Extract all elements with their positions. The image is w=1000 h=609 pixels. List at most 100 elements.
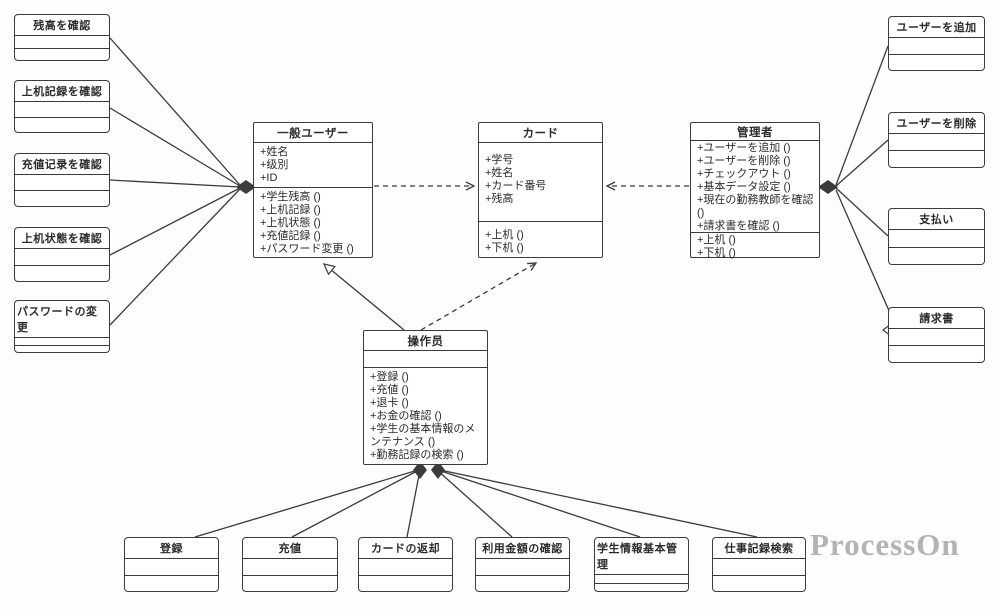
method: +現在の勤務教師を確認 () (697, 194, 814, 219)
attribute: +ID (260, 172, 278, 184)
usecase-card-return: カードの返却 (358, 537, 453, 592)
method: +下机 () (485, 242, 524, 254)
usecase-student-info-management: 学生情報基本管理 (594, 537, 689, 592)
class-title: 管理者 (691, 123, 819, 141)
class-attributes: +姓名 +级別 +ID (254, 143, 372, 187)
class-card: カード +学号 +姓名 +カード番号 +残高 +上机 () +下机 () (478, 122, 603, 258)
class-methods: +学生残高 () +上机記録 () +上机状態 () +充値記録 () +パスワ… (254, 187, 372, 258)
edge-delete-user (835, 139, 889, 187)
usecase-password-change: パスワードの変更 (14, 300, 110, 353)
class-methods: +上机 () +下机 () (479, 221, 602, 257)
usecase-empty-row (15, 49, 109, 61)
attribute: +カード番号 (485, 180, 547, 192)
method: +ユーザーを追加 () (697, 142, 791, 154)
edge-operator-generaluser (322, 263, 405, 331)
usecase-recharge: 充値 (242, 537, 338, 592)
class-methods-secondary: +上机 () +下机 () (691, 232, 819, 262)
method: +充値記録 () (260, 230, 321, 242)
usecase-empty-row (15, 36, 109, 49)
diamond-admin (818, 180, 838, 194)
class-general-user: 一般ユーザー +姓名 +级別 +ID +学生残高 () +上机記録 () +上机… (253, 122, 373, 258)
usecase-empty-row (889, 346, 984, 362)
method: +上机記録 () (260, 204, 321, 216)
edge-usage-amount (436, 469, 513, 538)
method: +充値 () (370, 384, 409, 396)
usecase-login-record-check: 上机記録を確認 (14, 80, 110, 133)
usecase-title: 請求書 (889, 308, 984, 329)
method: +お金の確認 () (370, 410, 442, 422)
method: +学生残高 () (260, 191, 321, 203)
usecase-empty-row (15, 266, 109, 282)
usecase-usage-amount-check: 利用金額の確認 (475, 537, 570, 592)
method: +勤務記録の検索 () (370, 449, 464, 461)
usecase-empty-row (359, 576, 452, 592)
usecase-empty-row (125, 576, 218, 592)
edge-operator-card (420, 262, 538, 331)
edge-payment (835, 187, 889, 237)
usecase-empty-row (15, 102, 109, 118)
edge-login-status-check (109, 187, 241, 256)
edge-invoice (835, 189, 898, 330)
usecase-empty-row (713, 559, 805, 576)
usecase-title: パスワードの変更 (15, 301, 109, 338)
method: +ユーザーを削除 () (697, 155, 791, 167)
method: +学生の基本情報のメンテナンス () (370, 423, 476, 448)
usecase-recharge-record-check: 充値记录を確認 (14, 153, 110, 207)
usecase-empty-row (889, 329, 984, 346)
usecase-empty-row (15, 191, 109, 206)
usecase-empty-row (15, 118, 109, 133)
usecase-empty-row (595, 575, 688, 584)
edge-recharge-record-check (109, 179, 241, 188)
edge-login-record-check (109, 107, 241, 187)
method: +上机 () (485, 229, 524, 241)
usecase-title: 仕事記録検索 (713, 538, 805, 559)
method: +退卡 () (370, 397, 409, 409)
class-methods: +登録 () +充値 () +退卡 () +お金の確認 () +学生の基本情報の… (364, 367, 487, 464)
usecase-title: 上机状態を確認 (15, 228, 109, 249)
usecase-empty-row (476, 559, 569, 576)
edge-card-return (406, 469, 421, 538)
usecase-title: 支払い (889, 209, 984, 230)
diamond-operator-right (431, 461, 445, 479)
usecase-invoice: 請求書 (888, 307, 985, 363)
method: +上机 () (697, 234, 736, 246)
usecase-payment: 支払い (888, 208, 985, 265)
usecase-empty-row (243, 559, 337, 576)
method: +チェックアウト () (697, 168, 791, 180)
usecase-empty-row (889, 151, 984, 167)
method: +登録 () (370, 371, 409, 383)
diamond-generaluser (236, 180, 256, 194)
usecase-empty-row (595, 584, 688, 592)
method: +基本データ設定 () (697, 181, 791, 193)
usecase-title: ユーザーを追加 (889, 17, 984, 38)
usecase-title: 残高を確認 (15, 15, 109, 36)
attribute: +级別 (260, 159, 289, 171)
usecase-title: ユーザーを削除 (889, 113, 984, 134)
diamond-operator-left (413, 461, 427, 479)
class-methods-primary: +ユーザーを追加 () +ユーザーを削除 () +チェックアウト () +基本デ… (691, 141, 819, 232)
usecase-empty-row (359, 559, 452, 576)
usecase-title: 充値记录を確認 (15, 154, 109, 175)
method: +パスワード変更 () (260, 243, 354, 255)
edge-work-record (439, 469, 758, 538)
attribute: +学号 (485, 154, 514, 166)
processon-watermark: ProcessOn (810, 527, 960, 562)
usecase-empty-row (889, 134, 984, 151)
usecase-title: 上机記録を確認 (15, 81, 109, 102)
attribute: +姓名 (485, 167, 514, 179)
edge-student-info (437, 469, 641, 538)
usecase-empty-row (243, 576, 337, 592)
usecase-empty-row (15, 338, 109, 346)
usecase-empty-row (15, 249, 109, 266)
edge-recharge (291, 469, 420, 538)
usecase-title: 学生情報基本管理 (595, 538, 688, 575)
usecase-empty-row (15, 175, 109, 191)
class-title: 一般ユーザー (254, 123, 372, 143)
usecase-title: 利用金額の確認 (476, 538, 569, 559)
method: +上机状態 () (260, 217, 321, 229)
method: +請求書を確認 () (697, 220, 780, 232)
usecase-title: 充値 (243, 538, 337, 559)
usecase-empty-row (15, 346, 109, 353)
method: +下机 () (697, 247, 736, 259)
